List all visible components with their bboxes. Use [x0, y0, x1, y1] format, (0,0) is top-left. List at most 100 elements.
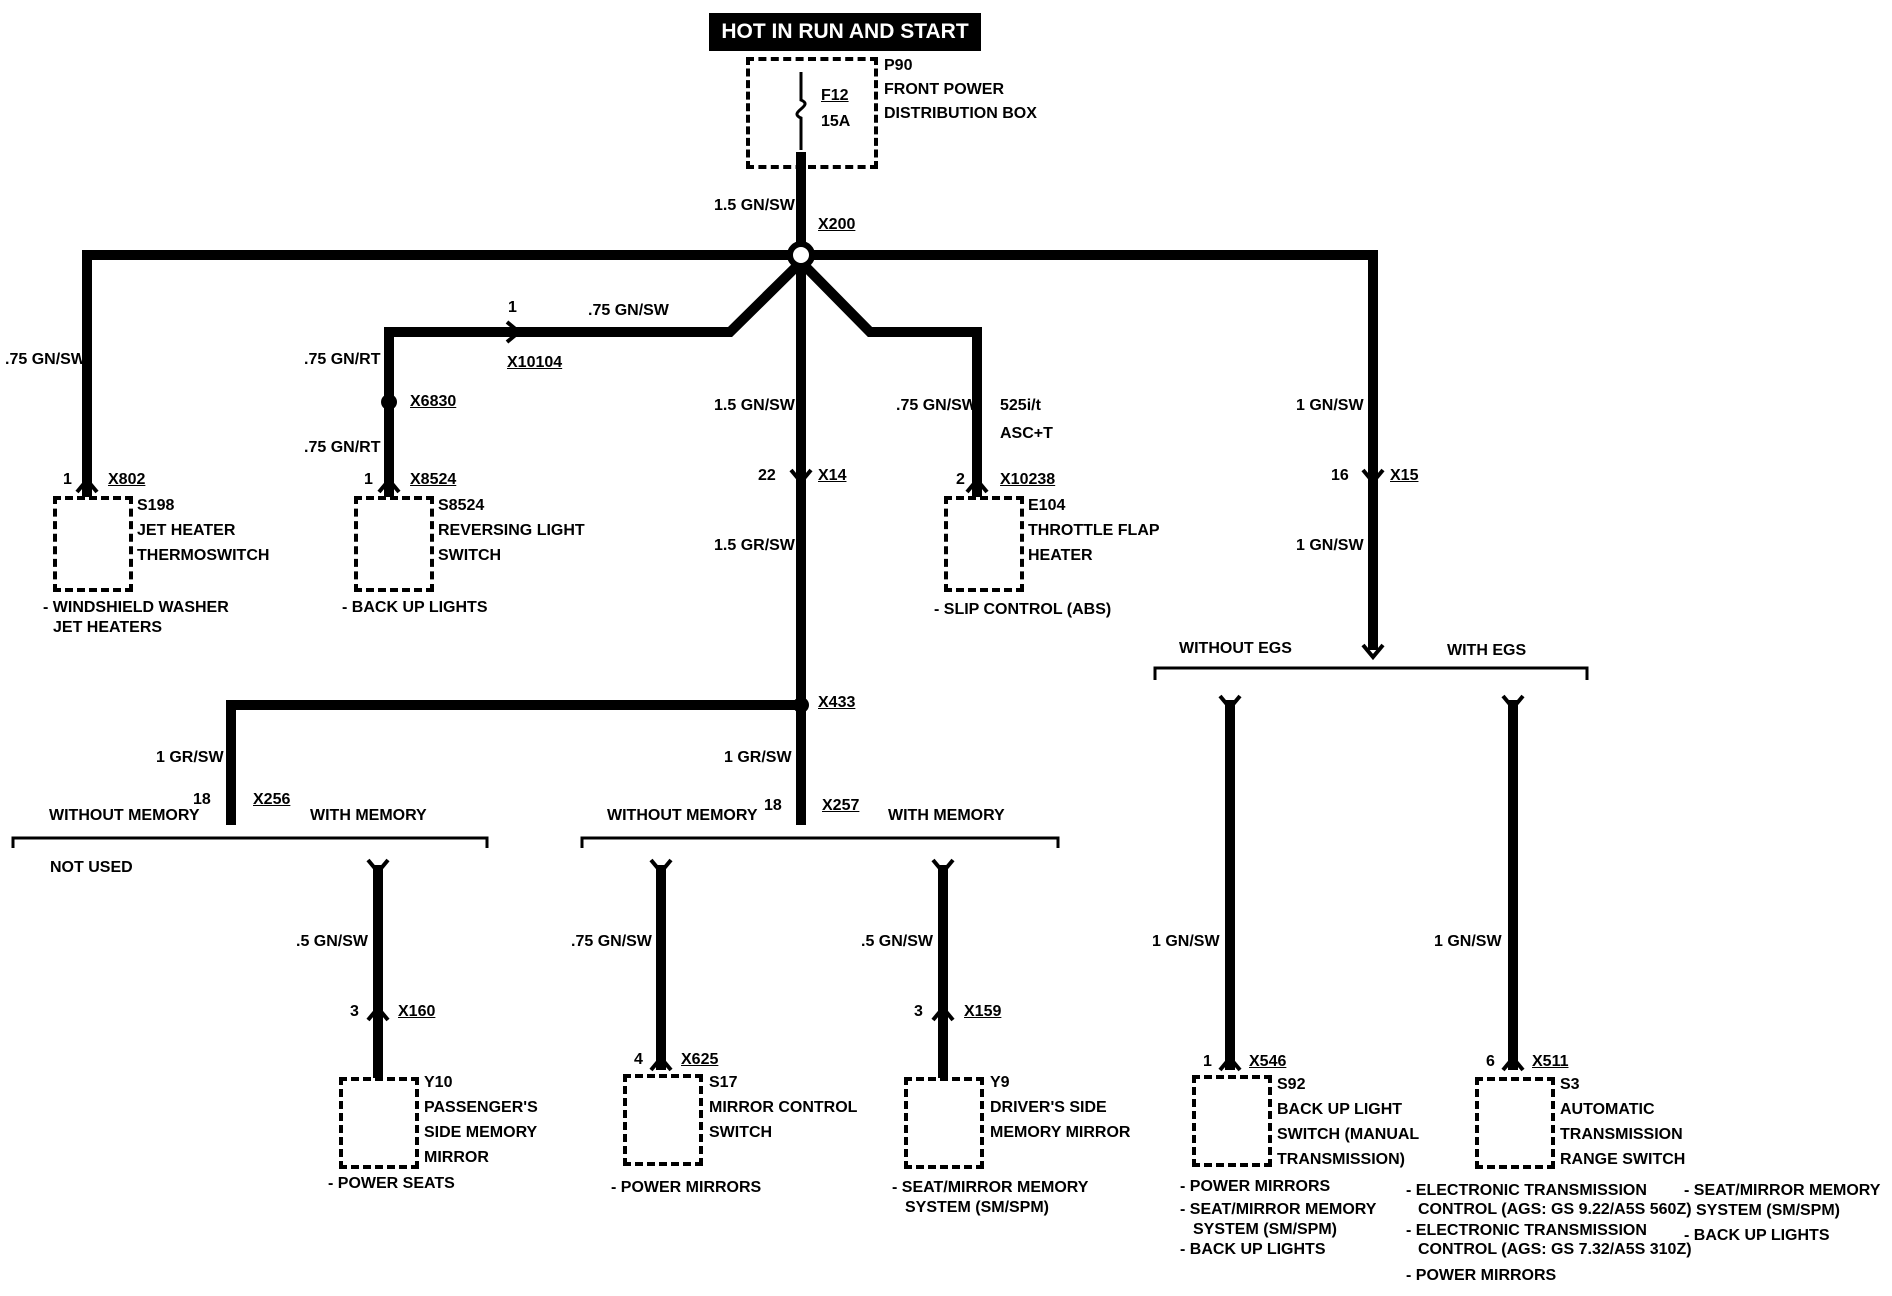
connector-x8524-label: X8524 [410, 471, 457, 488]
component-y10 [339, 1077, 419, 1169]
fuse-f12 [795, 72, 807, 150]
option-not-used: NOT USED [50, 859, 133, 876]
s8524-line2: SWITCH [438, 547, 502, 564]
fuse-box-name-1: FRONT POWER [884, 81, 1004, 98]
splice-x200 [787, 241, 815, 269]
s92-line2: SWITCH (MANUAL [1277, 1126, 1420, 1143]
component-s198 [53, 496, 133, 592]
option-with-egs: WITH EGS [1447, 642, 1527, 659]
throttle-note-1: 525i/t [1000, 397, 1041, 414]
connector-x6830-label: X6830 [410, 393, 457, 410]
chevron-x625 [649, 1054, 673, 1072]
component-s8524 [354, 496, 434, 592]
chevron-x10238 [965, 476, 989, 494]
s8524-note-1: - BACK UP LIGHTS [342, 599, 488, 616]
fuse-box-id: P90 [884, 57, 913, 74]
splice-x433-label: X433 [818, 694, 856, 711]
y9-id: Y9 [990, 1074, 1010, 1091]
s92-note-3: SYSTEM (SM/SPM) [1193, 1221, 1338, 1238]
pin-x160: 3 [350, 1003, 359, 1020]
component-y9-label: Y9 DRIVER'S SIDE MEMORY MIRROR [990, 1070, 1130, 1145]
chevron-x160 [366, 1004, 390, 1022]
y10-line1: PASSENGER'S [424, 1099, 538, 1116]
pin-x8524: 1 [364, 471, 373, 488]
s92-line3: TRANSMISSION) [1277, 1151, 1405, 1168]
component-s17 [623, 1074, 703, 1166]
wire-label-s3: 1 GN/SW [1434, 933, 1502, 950]
pin-x625: 4 [634, 1051, 643, 1068]
component-e104 [944, 496, 1024, 592]
wire-label-gnrt-upper: .75 GN/RT [304, 351, 381, 368]
component-s92-label: S92 BACK UP LIGHT SWITCH (MANUAL TRANSMI… [1277, 1072, 1419, 1172]
bracket-x256 [11, 836, 489, 848]
pin-x14: 22 [758, 467, 776, 484]
option-with-memory: WITH MEMORY [310, 807, 427, 824]
chevron-s17-top [649, 858, 673, 876]
wire-label-y10: .5 GN/SW [296, 933, 369, 950]
splice-x433 [793, 697, 809, 713]
connector-x6830 [381, 394, 397, 410]
s3-note-right-2: SYSTEM (SM/SPM) [1696, 1202, 1841, 1219]
wire-label-y9: .5 GN/SW [861, 933, 934, 950]
chevron-x802 [75, 476, 99, 494]
component-s3 [1475, 1077, 1555, 1169]
y9-line2: MEMORY MIRROR [990, 1124, 1131, 1141]
s92-id: S92 [1277, 1076, 1306, 1093]
s92-note-1: - POWER MIRRORS [1180, 1178, 1331, 1195]
wire-label-left-jet: .75 GN/SW [5, 351, 86, 368]
s3-note-right-3: - BACK UP LIGHTS [1684, 1227, 1830, 1244]
component-s198-label: S198 JET HEATER THERMOSWITCH [137, 493, 269, 568]
s198-line2: THERMOSWITCH [137, 547, 270, 564]
connector-x625-label: X625 [681, 1051, 719, 1068]
option-with-memory-2: WITH MEMORY [888, 807, 1005, 824]
y9-note-1: - SEAT/MIRROR MEMORY [892, 1179, 1089, 1196]
y10-line2: SIDE MEMORY [424, 1124, 538, 1141]
s8524-line1: REVERSING LIGHT [438, 522, 585, 539]
wire-label-right-upper: 1 GN/SW [1296, 397, 1364, 414]
s17-id: S17 [709, 1074, 738, 1091]
chevron-x511 [1501, 1054, 1525, 1072]
chevron-y10-top [366, 858, 390, 876]
wire-label-gnrt-lower: .75 GN/RT [304, 439, 381, 456]
s198-line1: JET HEATER [137, 522, 236, 539]
option-without-memory: WITHOUT MEMORY [49, 807, 200, 824]
s3-note-2: CONTROL (AGS: GS 9.22/A5S 560Z) [1418, 1201, 1692, 1218]
connector-x160-label: X160 [398, 1003, 436, 1020]
connector-x10238-label: X10238 [1000, 471, 1056, 488]
component-s92 [1192, 1075, 1272, 1167]
s17-line1: MIRROR CONTROL [709, 1099, 858, 1116]
connector-x511-label: X511 [1532, 1053, 1569, 1070]
bracket-egs [1153, 666, 1589, 680]
s3-note-5: - POWER MIRRORS [1406, 1267, 1557, 1284]
pin-x159: 3 [914, 1003, 923, 1020]
fuse-box-name-2: DISTRIBUTION BOX [884, 105, 1037, 122]
y9-note-2: SYSTEM (SM/SPM) [905, 1199, 1050, 1216]
chevron-y9-top [931, 858, 955, 876]
connector-x802-label: X802 [108, 471, 146, 488]
pin-x15: 16 [1331, 467, 1349, 484]
component-s17-label: S17 MIRROR CONTROL SWITCH [709, 1070, 857, 1145]
throttle-note-2: ASC+T [1000, 425, 1053, 442]
chevron-x15 [1361, 468, 1385, 486]
component-y9 [904, 1077, 984, 1169]
component-s8524-label: S8524 REVERSING LIGHT SWITCH [438, 493, 585, 568]
wire-to-x10104 [520, 258, 805, 337]
s92-line1: BACK UP LIGHT [1277, 1101, 1403, 1118]
chevron-egs [1361, 643, 1385, 661]
chevron-s3-top [1501, 694, 1525, 712]
e104-line1: THROTTLE FLAP [1028, 522, 1160, 539]
fuse-box-p90 [746, 57, 878, 169]
pin-x802: 1 [63, 471, 72, 488]
wire-label-s92: 1 GN/SW [1152, 933, 1220, 950]
s17-note-1: - POWER MIRRORS [611, 1179, 762, 1196]
pin-x10238: 2 [956, 471, 965, 488]
s198-note-2: JET HEATERS [53, 619, 163, 636]
option-without-memory-2: WITHOUT MEMORY [607, 807, 758, 824]
wire-label-center-lower: 1.5 GR/SW [714, 537, 795, 554]
wire-label-x256-branch: 1 GR/SW [156, 749, 224, 766]
s3-note-right-1: - SEAT/MIRROR MEMORY [1684, 1182, 1881, 1199]
s3-note-3: - ELECTRONIC TRANSMISSION [1406, 1222, 1647, 1239]
s198-id: S198 [137, 497, 175, 514]
y10-note-1: - POWER SEATS [328, 1175, 455, 1192]
